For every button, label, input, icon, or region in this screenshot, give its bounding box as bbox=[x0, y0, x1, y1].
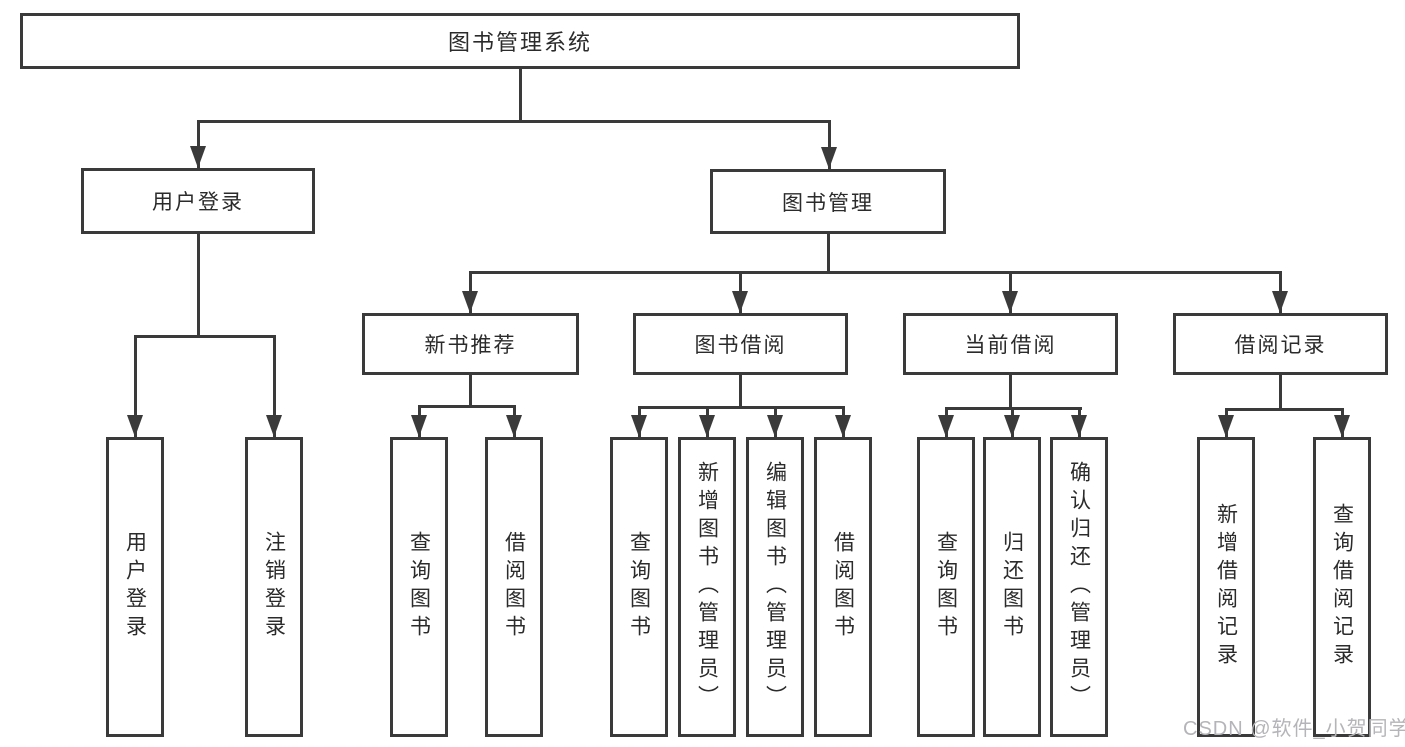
arrow-down-icon bbox=[821, 147, 837, 169]
connector-borrow-down bbox=[739, 375, 742, 406]
connector-root-bar bbox=[197, 120, 831, 123]
connector-leaf-stem bbox=[273, 335, 276, 437]
node-book-borrowing: 图书借阅 bbox=[633, 313, 848, 375]
connector-root-stem bbox=[519, 66, 522, 120]
node-borrowing-records: 借阅记录 bbox=[1173, 313, 1388, 375]
arrow-down-icon bbox=[1071, 415, 1087, 437]
leaf-edit-books-admin: 编辑图书（管理员） bbox=[746, 437, 804, 737]
connector-book-mgmt-stem bbox=[828, 120, 831, 169]
connector-current-down bbox=[1009, 375, 1012, 407]
connector-user-login-stem bbox=[197, 120, 200, 168]
arrow-down-icon bbox=[1004, 415, 1020, 437]
connector-user-login-bar bbox=[134, 335, 276, 338]
leaf-borrow-books: 借阅图书 bbox=[814, 437, 872, 737]
arrow-down-icon bbox=[1272, 291, 1288, 313]
leaf-query-books-current: 查询图书 bbox=[917, 437, 975, 737]
arrow-down-icon bbox=[190, 146, 206, 168]
arrow-down-icon bbox=[462, 291, 478, 313]
node-new-book-recommend: 新书推荐 bbox=[362, 313, 579, 375]
leaf-label: 借阅图书 bbox=[831, 531, 855, 643]
leaf-label: 编辑图书（管理员） bbox=[763, 461, 787, 713]
arrow-down-icon bbox=[699, 415, 715, 437]
arrow-down-icon bbox=[1002, 291, 1018, 313]
connector-records-bar bbox=[1225, 408, 1344, 411]
leaf-label: 确认归还（管理员） bbox=[1067, 461, 1091, 713]
connector-book-mgmt-down bbox=[827, 234, 830, 271]
leaf-logout: 注销登录 bbox=[245, 437, 303, 737]
leaf-query-borrow-record: 查询借阅记录 bbox=[1313, 437, 1371, 737]
node-user-login: 用户登录 bbox=[81, 168, 315, 234]
connector-records-down bbox=[1279, 375, 1282, 408]
leaf-add-borrow-record: 新增借阅记录 bbox=[1197, 437, 1255, 737]
arrow-down-icon bbox=[767, 415, 783, 437]
arrow-down-icon bbox=[506, 415, 522, 437]
node-library-system: 图书管理系统 bbox=[20, 13, 1020, 69]
node-book-management: 图书管理 bbox=[710, 169, 946, 234]
leaf-label: 查询借阅记录 bbox=[1330, 503, 1354, 671]
arrow-down-icon bbox=[127, 415, 143, 437]
leaf-query-books-borrow: 查询图书 bbox=[610, 437, 668, 737]
arrow-down-icon bbox=[631, 415, 647, 437]
leaf-label: 归还图书 bbox=[1000, 531, 1024, 643]
leaf-label: 注销登录 bbox=[262, 531, 286, 643]
leaf-label: 查询图书 bbox=[934, 531, 958, 643]
leaf-label: 查询图书 bbox=[407, 531, 431, 643]
connector-newbook-down bbox=[469, 375, 472, 405]
connector-user-login-down bbox=[197, 234, 200, 335]
leaf-label: 用户登录 bbox=[123, 531, 147, 643]
leaf-confirm-return-admin: 确认归还（管理员） bbox=[1050, 437, 1108, 737]
leaf-label: 新增图书（管理员） bbox=[695, 461, 719, 713]
connector-borrow-bar bbox=[638, 406, 845, 409]
node-current-borrowing: 当前借阅 bbox=[903, 313, 1118, 375]
leaf-add-books-admin: 新增图书（管理员） bbox=[678, 437, 736, 737]
arrow-down-icon bbox=[266, 415, 282, 437]
leaf-return-books: 归还图书 bbox=[983, 437, 1041, 737]
arrow-down-icon bbox=[938, 415, 954, 437]
leaf-borrow-books-recommend: 借阅图书 bbox=[485, 437, 543, 737]
connector-newbook-bar bbox=[418, 405, 516, 408]
connector-book-mgmt-bar bbox=[469, 271, 1282, 274]
leaf-user-login: 用户登录 bbox=[106, 437, 164, 737]
csdn-watermark: CSDN @软件_小贺同学 bbox=[1183, 718, 1405, 740]
leaf-label: 查询图书 bbox=[627, 531, 651, 643]
leaf-label: 借阅图书 bbox=[502, 531, 526, 643]
arrow-down-icon bbox=[732, 291, 748, 313]
leaf-query-books-recommend: 查询图书 bbox=[390, 437, 448, 737]
arrow-down-icon bbox=[1334, 415, 1350, 437]
arrow-down-icon bbox=[835, 415, 851, 437]
arrow-down-icon bbox=[411, 415, 427, 437]
arrow-down-icon bbox=[1218, 415, 1234, 437]
connector-leaf-stem bbox=[134, 335, 137, 437]
leaf-label: 新增借阅记录 bbox=[1214, 503, 1238, 671]
